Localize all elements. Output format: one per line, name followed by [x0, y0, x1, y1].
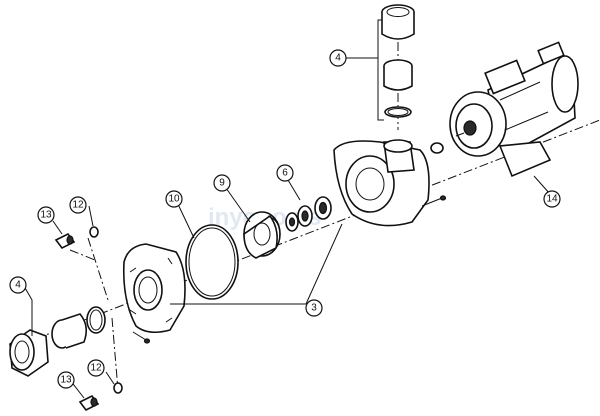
callout-3: 3: [305, 299, 323, 317]
callout-9: 9: [213, 174, 231, 192]
callout-9-label: 9: [219, 178, 225, 189]
leader-lines: [23, 19, 551, 399]
callout-6-label: 6: [282, 168, 288, 179]
drain-plug-lower: [78, 394, 100, 412]
callout-6: 6: [276, 164, 294, 182]
callout-4-lower-label: 4: [15, 280, 21, 291]
volute-cover: [122, 243, 186, 344]
callout-14: 14: [543, 190, 561, 208]
callout-12-lower: 12: [87, 359, 105, 377]
tailpiece-top: [383, 59, 413, 91]
callout-14-label: 14: [546, 194, 558, 205]
callout-10-label: 10: [168, 194, 180, 205]
motor: [449, 41, 579, 178]
callout-10: 10: [165, 190, 183, 208]
shaft-seal: [285, 196, 332, 232]
drain-o-ring-upper: [89, 226, 99, 238]
callout-4-lower: 4: [9, 276, 27, 294]
callout-13-lower: 13: [57, 371, 75, 389]
callout-13-upper: 13: [37, 206, 55, 224]
union-nut-lower: [9, 329, 49, 377]
o-ring-top: [384, 106, 412, 118]
o-ring-lower: [86, 306, 106, 334]
drain-o-ring-lower: [113, 382, 123, 394]
callout-4-top: 4: [329, 49, 347, 67]
callout-12-upper: 12: [69, 196, 87, 214]
callout-13-lower-label: 13: [60, 375, 72, 386]
callout-3-label: 3: [311, 303, 317, 314]
callout-12-upper-label: 12: [72, 200, 84, 211]
union-nut-top: [381, 4, 415, 40]
tailpiece-lower: [51, 313, 88, 349]
callout-4-top-label: 4: [335, 53, 341, 64]
callout-12-lower-label: 12: [90, 363, 102, 374]
impeller: [243, 211, 281, 259]
pump-housing: [333, 139, 447, 227]
volute-o-ring: [185, 224, 239, 300]
callout-13-upper-label: 13: [40, 210, 52, 221]
drain-plug-upper: [54, 232, 76, 250]
